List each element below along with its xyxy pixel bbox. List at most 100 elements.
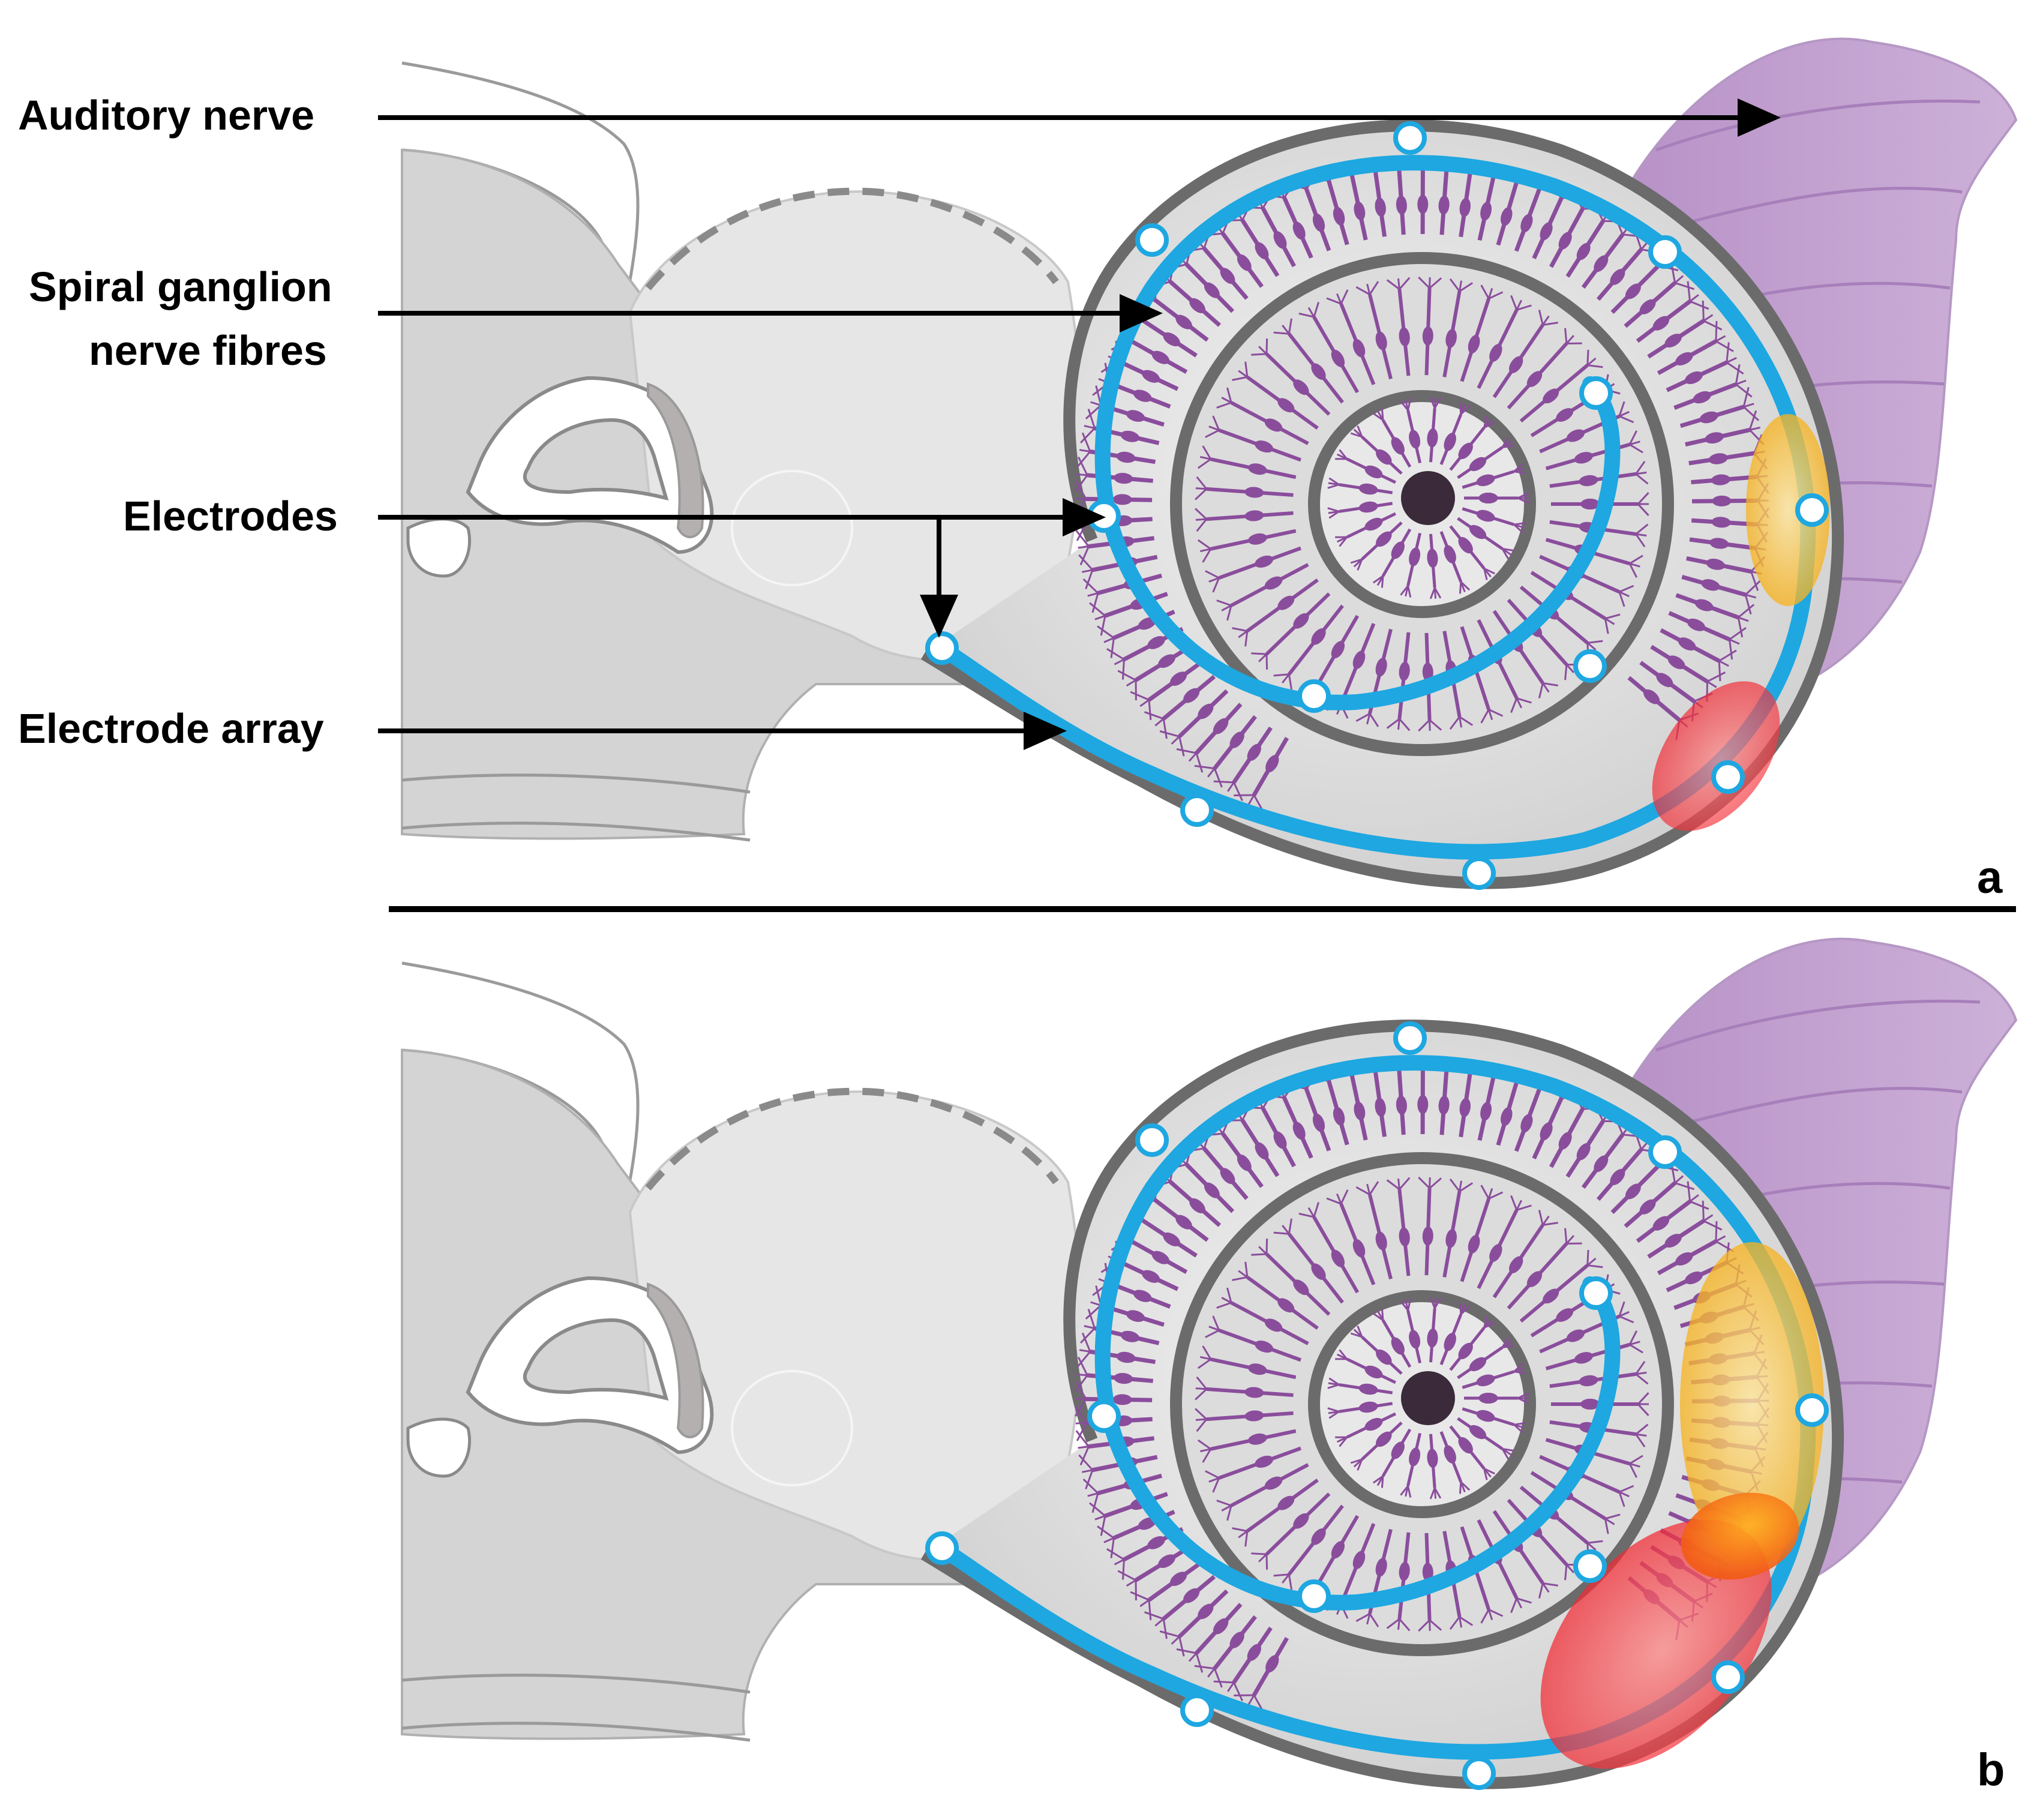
fibre-branch bbox=[1737, 617, 1744, 638]
fibre-branch bbox=[1460, 1305, 1471, 1315]
fibre-branch bbox=[1238, 1530, 1248, 1539]
fibre-branch bbox=[1703, 314, 1714, 322]
ganglion-cell bbox=[1444, 1333, 1456, 1351]
fibre-branch bbox=[1689, 1194, 1699, 1203]
fibre-branch bbox=[1687, 281, 1691, 302]
fibre-branch bbox=[1619, 591, 1630, 598]
ganglion-cell bbox=[1427, 1449, 1438, 1468]
ganglion-cell bbox=[1427, 428, 1438, 448]
fibre-branch bbox=[1743, 403, 1754, 408]
auditory-nerve-strands bbox=[1655, 1000, 1981, 1496]
fibre-branch bbox=[1386, 1618, 1400, 1629]
electrode-contact bbox=[1573, 649, 1607, 683]
ganglion-cell bbox=[1255, 440, 1274, 453]
ganglion-cell bbox=[1312, 1113, 1325, 1132]
ganglion-cell bbox=[1142, 1270, 1160, 1283]
fibre-branch bbox=[1483, 1468, 1488, 1480]
fibre-branch bbox=[1226, 1505, 1232, 1521]
fibre-branch bbox=[1502, 1344, 1514, 1348]
ganglion-cell bbox=[1580, 1399, 1600, 1410]
fibre-branch bbox=[1282, 325, 1290, 335]
fibre-branch bbox=[1148, 1600, 1152, 1621]
fibre-branch bbox=[1117, 1570, 1136, 1581]
fibre-branch bbox=[1232, 627, 1248, 632]
fibre-branch bbox=[1144, 711, 1164, 720]
ganglion-cell bbox=[1229, 1632, 1244, 1648]
fibre-branch bbox=[1288, 1218, 1292, 1234]
fibre-branch bbox=[1085, 1470, 1094, 1490]
fibre-branch bbox=[1517, 1397, 1529, 1404]
ganglion-cell bbox=[1469, 1357, 1487, 1372]
fibre-branch bbox=[1355, 1612, 1370, 1623]
fibre-branch bbox=[1130, 691, 1150, 701]
fibre-branch bbox=[1635, 533, 1646, 548]
ganglion-cell bbox=[1687, 618, 1706, 631]
ganglion-cell bbox=[1705, 432, 1724, 444]
ganglion-cell bbox=[1664, 1234, 1682, 1248]
stimulation-zone-red-wide bbox=[1540, 1519, 1772, 1769]
fibre-branch bbox=[1205, 429, 1220, 438]
ganglion-cell bbox=[1399, 327, 1410, 347]
fibre-branch bbox=[1258, 1554, 1268, 1563]
ganglion-cell bbox=[1652, 316, 1670, 331]
fibre-branch bbox=[1232, 376, 1248, 381]
stimulation-zone-narrow bbox=[1746, 414, 1830, 606]
fibre-branch bbox=[1188, 752, 1198, 762]
ganglion-cell bbox=[1576, 1143, 1591, 1161]
stimulation-zone-wide bbox=[1680, 1242, 1824, 1566]
ganglion-cell bbox=[1311, 363, 1326, 380]
fibre-branch bbox=[1542, 315, 1550, 326]
fibre-branch bbox=[1637, 492, 1649, 505]
fibre-branch bbox=[1288, 674, 1292, 690]
oval-window bbox=[731, 470, 853, 586]
fibre-branch bbox=[1232, 1527, 1248, 1533]
ganglion-cell bbox=[1520, 1114, 1533, 1133]
fibre-branch bbox=[1199, 1448, 1211, 1453]
ganglion-cell bbox=[1685, 371, 1703, 385]
ganglion-cell bbox=[1204, 282, 1220, 298]
fibre-branch bbox=[1114, 658, 1125, 665]
ganglion-cell bbox=[1476, 1374, 1495, 1387]
fibre-branch bbox=[1207, 767, 1216, 778]
ganglion-cell bbox=[1358, 1401, 1378, 1413]
fibre-branch bbox=[1635, 523, 1649, 535]
ganglion-cell bbox=[1311, 1263, 1326, 1280]
fibre-branch bbox=[1564, 328, 1568, 344]
ganglion-cell bbox=[1311, 628, 1326, 645]
fibre-branch bbox=[1745, 593, 1756, 599]
fibre-branch bbox=[1103, 637, 1114, 643]
fibre-branch bbox=[1076, 1373, 1088, 1377]
fibre-branch bbox=[1084, 425, 1095, 430]
fibre-branch bbox=[1628, 1330, 1638, 1345]
fibre-branch bbox=[1154, 1618, 1165, 1627]
fibre-branch bbox=[1197, 1358, 1211, 1369]
fibre-branch bbox=[1538, 1210, 1544, 1225]
fibre-branch bbox=[1313, 1202, 1320, 1218]
fibre-branch bbox=[1565, 1235, 1575, 1245]
fibre-branch bbox=[1542, 1582, 1550, 1593]
fibre-branch bbox=[1565, 335, 1575, 344]
ganglion-cell bbox=[1643, 689, 1660, 704]
ganglion-cell bbox=[1399, 661, 1410, 681]
electrode-contact bbox=[1648, 235, 1682, 269]
fibre-branch bbox=[1094, 614, 1106, 620]
ganglion-cell bbox=[1709, 538, 1729, 549]
fibre-branch bbox=[1418, 1176, 1430, 1189]
fibre-branch bbox=[1232, 1276, 1248, 1281]
fibre-branch bbox=[1195, 1388, 1207, 1401]
electrode-contact bbox=[1297, 1579, 1331, 1613]
fibre-branch bbox=[1226, 605, 1232, 621]
fibre-branch bbox=[1397, 278, 1400, 290]
fibre-branch bbox=[1480, 1185, 1490, 1200]
fibre-branch bbox=[1238, 370, 1248, 378]
lower-bone-edge-2 bbox=[401, 773, 751, 794]
fibre-branch bbox=[1078, 545, 1089, 549]
fibre-branch bbox=[1091, 1492, 1099, 1513]
ganglion-cell bbox=[1678, 637, 1696, 651]
fibre-branch bbox=[1213, 1680, 1234, 1684]
fibre-branch bbox=[1226, 1287, 1232, 1303]
electrode-contact bbox=[1135, 223, 1169, 257]
fibre-branch bbox=[1178, 1636, 1185, 1657]
ganglion-cell bbox=[1255, 1455, 1274, 1468]
fibre-branch bbox=[1729, 626, 1747, 640]
